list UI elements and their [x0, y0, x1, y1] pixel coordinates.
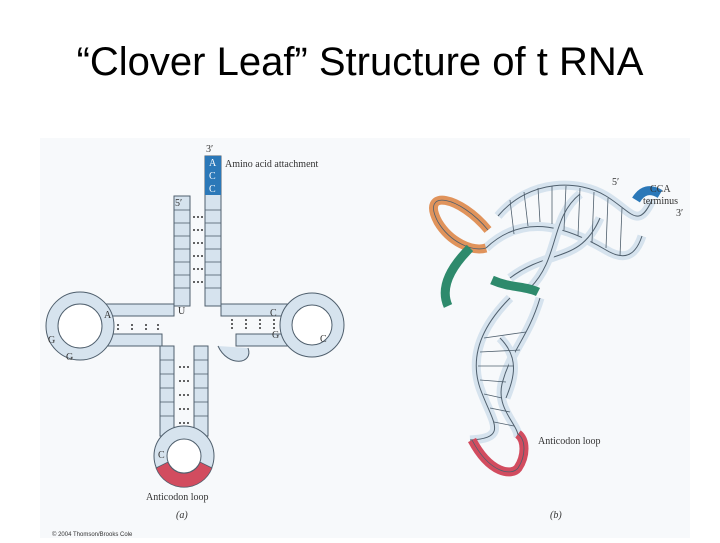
acceptor-base-label-c1: C: [209, 171, 216, 182]
acceptor-helix-ribbons: [482, 180, 657, 292]
acceptor-base-label-c2: C: [209, 184, 216, 195]
figure-b-caption: (b): [550, 510, 562, 521]
five-prime-label-a: 5′: [175, 198, 182, 209]
anticodon-stem-left-strand: [159, 345, 175, 437]
d-loop-inner: [57, 303, 103, 349]
acceptor-base-a: [205, 156, 221, 169]
base-label-g2: G: [66, 352, 73, 363]
anticodon-loop-inner: [166, 438, 202, 474]
l-shape-3d-diagram: CCA terminus 5′ 3′ Anticodon loop (b): [429, 177, 683, 521]
cca-terminus-tail: [632, 186, 663, 203]
anticodon-stem-rungs: [160, 359, 208, 417]
base-label-g1: G: [48, 335, 55, 346]
amino-acid-attachment-label: Amino acid attachment: [225, 159, 319, 170]
slide-title: “Clover Leaf” Structure of t RNA: [76, 40, 644, 84]
variable-loop: [217, 345, 250, 362]
acceptor-helix-rungs: [509, 185, 623, 257]
green-segment-left: [440, 244, 474, 308]
d-arm-pairs: [117, 324, 159, 330]
base-label-u: U: [178, 306, 186, 317]
acceptor-base-label-a: A: [209, 158, 217, 169]
terminus-label: terminus: [643, 196, 678, 207]
t-loop-inner: [291, 304, 333, 346]
copyright-credit: © 2004 Thomson/Brooks Cole: [52, 531, 133, 538]
acceptor-base-c2: [205, 182, 221, 195]
anticodon-loop-label-a: Anticodon loop: [146, 492, 209, 503]
green-segment-right: [490, 275, 541, 297]
t-arm-pairs: [231, 319, 275, 329]
five-prime-label-b: 5′: [612, 177, 619, 188]
d-loop-orange-segment: [429, 195, 492, 254]
base-label-g3: G: [272, 330, 279, 341]
base-label-c1: C: [270, 308, 277, 319]
anticodon-stem-right-strand: [193, 345, 209, 437]
figure-a-caption: (a): [176, 510, 188, 521]
anticodon-loop-label-b: Anticodon loop: [538, 436, 601, 447]
acceptor-stem-rungs: [174, 209, 221, 289]
anticodon-helix-rungs: [478, 331, 527, 427]
base-label-c3: C: [158, 450, 165, 461]
t-arm-top-strand: [220, 303, 291, 317]
figure-panel: 3′ A C C Amino acid attachment 5′ U A G …: [40, 138, 690, 538]
acceptor-base-c1: [205, 169, 221, 182]
acceptor-stem-left-strand: [173, 195, 191, 307]
cca-label: CCA: [650, 184, 671, 195]
acceptor-stem-pairs: [193, 216, 203, 283]
anticodon-loop-3d-outline: [471, 433, 525, 473]
anticodon-stem-pairs: [179, 366, 189, 424]
base-label-a: A: [104, 310, 112, 321]
anticodon-helix-ribbons: [469, 294, 545, 445]
clover-leaf-diagram: 3′ A C C Amino acid attachment 5′ U A G …: [45, 144, 345, 538]
three-prime-label-a: 3′: [206, 144, 213, 155]
three-prime-label-b: 3′: [676, 208, 683, 219]
trna-figure: 3′ A C C Amino acid attachment 5′ U A G …: [45, 144, 683, 538]
base-label-c2: C: [320, 334, 327, 345]
